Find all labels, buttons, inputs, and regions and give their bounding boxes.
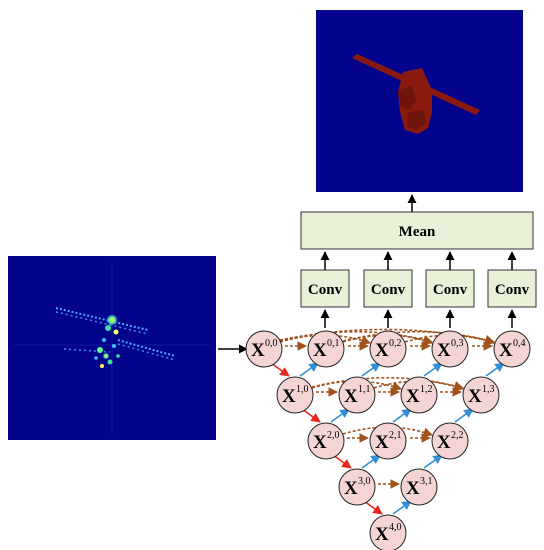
conv-box-3: Conv [425,269,475,308]
node-superscript: 0,1 [327,338,340,349]
node-superscript: 1,2 [420,384,433,395]
output-segmentation-image [316,10,523,192]
node-circle [338,468,376,506]
node-circle [493,330,531,368]
input-radar-image [8,256,216,440]
node-superscript: 0,2 [389,338,402,349]
node-base-label: X [375,340,389,361]
node-superscript: 4,0 [389,522,402,533]
node-superscript: 3,1 [420,476,433,487]
mean-label: Mean [399,224,436,240]
node-superscript: 2,0 [327,430,340,441]
node-base-label: X [499,340,513,361]
node-circle [369,514,407,550]
node-circle [369,422,407,460]
node-circle [462,376,500,414]
node-superscript: 2,2 [451,430,464,441]
node-base-label: X [344,386,358,407]
conv-label-1: Conv [308,282,343,298]
node-circle [307,422,345,460]
node-circle [400,468,438,506]
conv-box-2: Conv [363,269,413,308]
node-base-label: X [282,386,296,407]
conv-box-1: Conv [300,269,350,308]
node-circle [431,422,469,460]
node-circle [400,376,438,414]
output-body [398,68,432,134]
node-circle [338,376,376,414]
node-base-label: X [406,478,420,499]
upsampling-arrows [299,362,505,515]
mean-box: Mean [300,211,534,250]
conv-label-4: Conv [495,282,530,298]
input-body-scatterers [94,314,120,368]
node-superscript: 0,0 [265,338,278,349]
node-superscript: 2,1 [389,430,402,441]
conv-label-2: Conv [371,282,406,298]
node-base-label: X [468,386,482,407]
node-superscript: 0,3 [451,338,464,349]
node-circle [276,376,314,414]
node-base-label: X [344,478,358,499]
downsampling-arrows [270,362,383,515]
node-circle [369,330,407,368]
node-superscript: 1,1 [358,384,371,395]
node-superscript: 3,0 [358,476,371,487]
conv-to-mean-arrows [320,251,517,270]
input-lower-panel [63,339,176,361]
node-base-label: X [437,432,451,453]
input-upper-panel [55,307,149,335]
node-circle [431,330,469,368]
node-base-label: X [313,340,327,361]
node-base-label: X [313,432,327,453]
node-base-label: X [437,340,451,361]
conv-box-4: Conv [487,269,537,308]
node-circle [245,330,283,368]
node-to-conv-arrows [320,309,517,328]
node-circle [307,330,345,368]
node-superscript: 0,4 [513,338,526,349]
node-base-label: X [375,524,389,545]
node-superscript: 1,0 [296,384,309,395]
node-base-label: X [375,432,389,453]
conv-label-3: Conv [433,282,468,298]
node-base-label: X [251,340,265,361]
node-base-label: X [406,386,420,407]
node-superscript: 1,3 [482,384,495,395]
